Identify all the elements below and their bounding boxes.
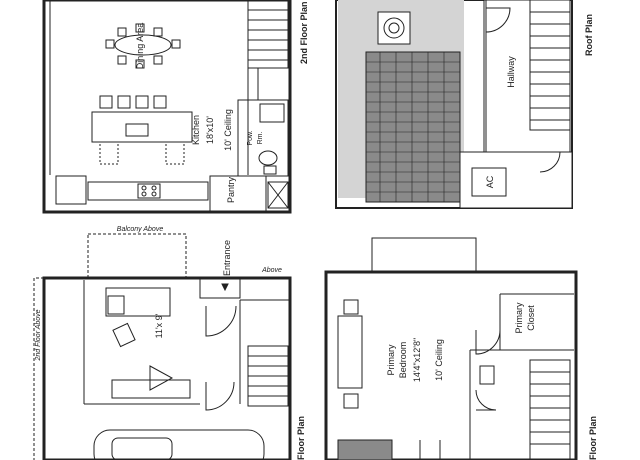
second-floor-above-label: 2nd Floor Above [35, 309, 42, 361]
stairs-2nd-top [247, 0, 289, 69]
closet-label-1: Primary [514, 302, 524, 333]
fridge [55, 175, 87, 205]
kitchen-ceiling: 10' Ceiling [223, 109, 233, 151]
bedroom-ceiling: 10' Ceiling [434, 339, 444, 381]
above-label: Above [261, 267, 282, 274]
kitchen-island [91, 95, 193, 165]
stairs-third [529, 359, 571, 460]
bed [337, 299, 363, 409]
ground-floor-title: Floor Plan [296, 416, 306, 460]
ac-label: AC [485, 175, 495, 188]
powder-room-label-1: Pow. [247, 130, 254, 145]
kitchen-label: Kitchen [191, 115, 201, 145]
ac-unit [471, 167, 507, 197]
roof-plan [335, 0, 573, 209]
roof-title: Roof Plan [584, 14, 594, 56]
dining-table [105, 23, 181, 69]
ground-floor-plan [33, 233, 292, 460]
car [93, 429, 265, 460]
bedroom-dimension: 14'4"x12'8" [412, 338, 422, 382]
second-floor-title: 2nd Floor Plan [299, 1, 309, 64]
roof-tile-area [365, 51, 461, 203]
third-floor-plan [324, 237, 578, 460]
armchair [112, 322, 136, 348]
dining-label: Dining Area [135, 23, 145, 70]
hallway-label: Hallway [506, 56, 516, 88]
balcony-above-outline [87, 233, 187, 279]
second-floor-outer-wall [42, 0, 292, 214]
closet-label-2: Closet [526, 305, 536, 331]
balcony-above-label: Balcony Above [117, 226, 164, 233]
third-floor-title: Floor Plan [588, 416, 598, 460]
bedroom-label-1: Primary [386, 344, 396, 375]
room-dimension: 11'x 9' [154, 313, 164, 338]
bedroom-label-2: Bedroom [398, 342, 408, 379]
pantry-label: Pantry [226, 176, 236, 203]
kitchen-dimension: 18'x10' [205, 116, 215, 144]
fire-pit [377, 11, 411, 45]
second-floor-plan [42, 0, 292, 214]
stairs-ground [247, 345, 289, 407]
entrance-label: Entrance [222, 240, 232, 276]
stairs-roof [529, 0, 571, 131]
powder-room-label-2: Rm. [257, 132, 264, 145]
pantry [209, 175, 267, 213]
